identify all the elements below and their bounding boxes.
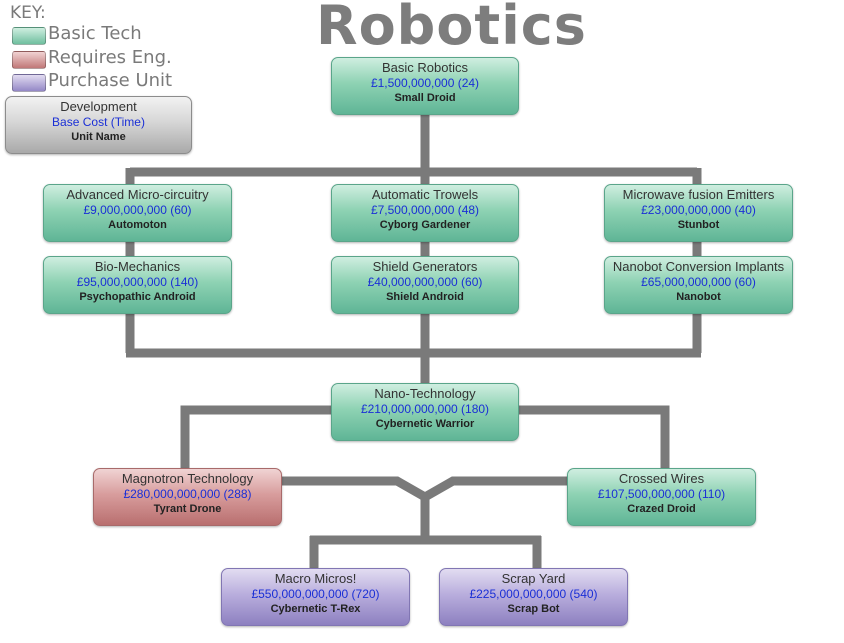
node-crossed-wires: Crossed Wires £107,500,000,000 (110) Cra… — [567, 468, 756, 526]
wire-top-drops — [125, 168, 702, 186]
diagram-title: Robotics — [316, 0, 587, 57]
key-label-purchase: Purchase Unit — [48, 70, 173, 91]
node-unit: Tyrant Drone — [153, 503, 222, 515]
node-cost: £23,000,000,000 (40) — [641, 203, 756, 217]
node-advanced-micro-circuitry: Advanced Micro-circuitry £9,000,000,000 … — [43, 184, 232, 242]
key-label-eng: Requires Eng. — [48, 47, 172, 68]
node-unit: Stunbot — [677, 219, 720, 231]
node-name: Macro Micros! — [274, 571, 357, 586]
wire-nano-left — [180, 405, 332, 470]
node-name: Microwave fusion Emitters — [622, 187, 775, 202]
node-cost: £225,000,000,000 (540) — [469, 587, 598, 601]
key-swatch-eng — [12, 51, 46, 69]
node-name: Nano-Technology — [374, 386, 476, 401]
node-unit: Cybernetic Warrior — [375, 418, 475, 430]
node-basic-robotics: Basic Robotics £1,500,000,000 (24) Small… — [331, 57, 519, 115]
legend-node-name: Development — [60, 99, 137, 114]
key-swatch-purchase — [12, 74, 46, 92]
node-cost: £550,000,000,000 (720) — [251, 587, 380, 601]
node-unit: Nanobot — [676, 291, 721, 303]
node-nano-technology: Nano-Technology £210,000,000,000 (180) C… — [331, 383, 519, 441]
legend-node-unit: Unit Name — [71, 131, 126, 143]
node-name: Scrap Yard — [501, 571, 566, 586]
node-cost: £95,000,000,000 (140) — [76, 275, 199, 289]
node-shield-generators: Shield Generators £40,000,000,000 (60) S… — [331, 256, 519, 314]
node-name: Basic Robotics — [382, 60, 468, 75]
node-macro-micros: Macro Micros! £550,000,000,000 (720) Cyb… — [221, 568, 410, 626]
key-label-basic: Basic Tech — [48, 23, 142, 44]
node-cost: £280,000,000,000 (288) — [123, 487, 252, 501]
node-unit: Cybernetic T-Rex — [270, 603, 361, 615]
node-name: Advanced Micro-circuitry — [66, 187, 209, 202]
node-unit: Small Droid — [394, 92, 456, 104]
node-unit: Shield Android — [386, 291, 464, 303]
node-name: Bio-Mechanics — [94, 259, 181, 274]
key-swatch-basic — [12, 27, 46, 45]
node-unit: Crazed Droid — [627, 503, 696, 515]
node-name: Crossed Wires — [618, 471, 705, 486]
node-cost: £9,000,000,000 (60) — [83, 203, 192, 217]
node-name: Automatic Trowels — [371, 187, 479, 202]
node-name: Nanobot Conversion Implants — [612, 259, 785, 274]
node-name: Magnotron Technology — [121, 471, 254, 486]
legend-node: Development Base Cost (Time) Unit Name — [5, 96, 192, 154]
node-bio-mechanics: Bio-Mechanics £95,000,000,000 (140) Psyc… — [43, 256, 232, 314]
node-nanobot-conversion-implants: Nanobot Conversion Implants £65,000,000,… — [604, 256, 793, 314]
wire-nano-right — [518, 405, 670, 470]
node-cost: £1,500,000,000 (24) — [370, 76, 480, 90]
node-automatic-trowels: Automatic Trowels £7,500,000,000 (48) Cy… — [331, 184, 519, 242]
key-heading: KEY: — [10, 3, 46, 23]
node-unit: Scrap Bot — [507, 603, 560, 615]
node-cost: £210,000,000,000 (180) — [360, 402, 490, 416]
node-scrap-yard: Scrap Yard £225,000,000,000 (540) Scrap … — [439, 568, 628, 626]
node-cost: £40,000,000,000 (60) — [367, 275, 483, 289]
wire-purchase-drops — [309, 536, 542, 570]
node-magnotron-technology: Magnotron Technology £280,000,000,000 (2… — [93, 468, 282, 526]
node-cost: £7,500,000,000 (48) — [370, 203, 480, 217]
node-microwave-fusion-emitters: Microwave fusion Emitters £23,000,000,00… — [604, 184, 793, 242]
wire-bottom-verticals — [125, 312, 702, 384]
wire-mid-links — [125, 240, 702, 258]
wire-cross — [282, 476, 568, 503]
legend-node-cost: Base Cost (Time) — [52, 115, 145, 129]
node-cost: £107,500,000,000 (110) — [597, 487, 726, 501]
node-name: Shield Generators — [372, 259, 478, 274]
node-unit: Cyborg Gardener — [379, 219, 471, 231]
node-unit: Automoton — [108, 219, 167, 231]
node-unit: Psychopathic Android — [79, 291, 196, 303]
node-cost: £65,000,000,000 (60) — [641, 275, 756, 289]
